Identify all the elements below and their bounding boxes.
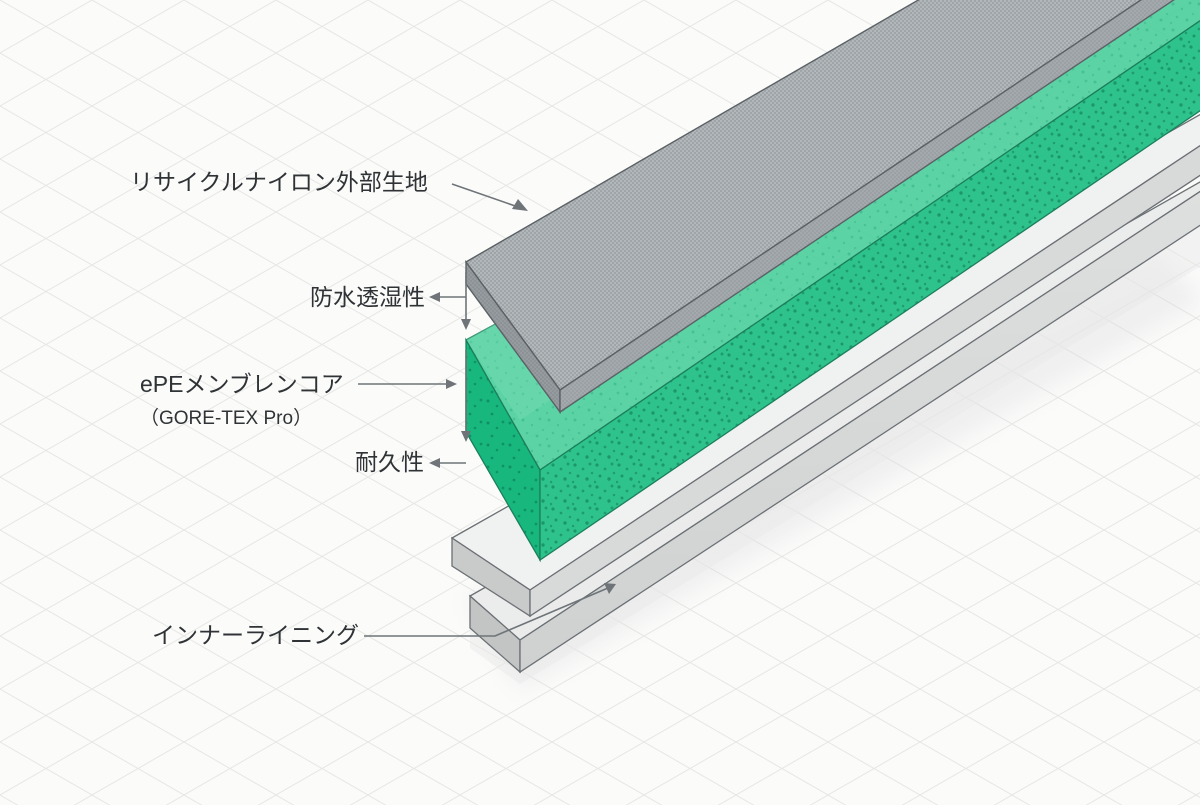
inner-lining-leader-line <box>364 587 609 637</box>
durability-callout[interactable]: 耐久性 <box>355 350 471 475</box>
outer-fabric-label: リサイクルナイロン外部生地 <box>130 169 428 195</box>
waterproof-breathable-callout[interactable]: 防水透湿性 <box>310 272 471 330</box>
durability-down-arrowhead-icon <box>461 431 471 442</box>
inner-lining-callout[interactable]: インナーライニング <box>152 583 616 648</box>
outer-fabric-arrowhead-icon <box>512 199 528 211</box>
outer-fabric-leader-line <box>451 183 522 209</box>
membrane-core-label-line2: （GORE-TEX Pro） <box>140 407 312 429</box>
inner-lining-front-face <box>519 190 1200 674</box>
waterproof-breathable-label: 防水透湿性 <box>310 284 425 310</box>
inner-lining-upper-front-face <box>529 145 1200 618</box>
durability-label: 耐久性 <box>355 449 424 475</box>
outer-fabric-callout[interactable]: リサイクルナイロン外部生地 <box>130 169 528 211</box>
outer-fabric-layer <box>464 0 1175 415</box>
membrane-core-arrowhead-icon <box>446 379 457 389</box>
outer-fabric-front-face <box>559 0 1175 414</box>
waterproof-down-arrowhead-icon <box>461 319 471 330</box>
membrane-core-label-line1: ePEメンブレンコア <box>140 371 344 397</box>
inner-lining-arrowhead-icon <box>604 583 616 594</box>
waterproof-left-arrowhead-icon <box>429 292 440 302</box>
membrane-core-front-face <box>539 20 1200 562</box>
durability-left-arrowhead-icon <box>429 458 440 468</box>
inner-lining-label: インナーライニング <box>152 622 359 648</box>
membrane-core-callout[interactable]: ePEメンブレンコア （GORE-TEX Pro） <box>140 371 457 429</box>
